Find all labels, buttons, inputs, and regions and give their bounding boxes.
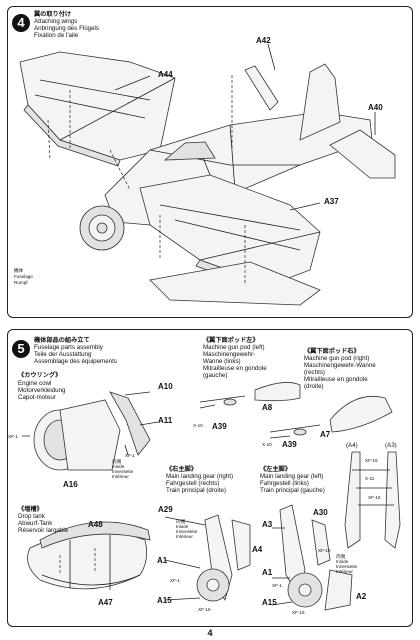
drop-tank-title-de: Abwurf-Tank	[18, 520, 53, 527]
gear-right-inside-jp: 内側	[176, 519, 186, 524]
strut-decal-x11: X-11	[365, 476, 375, 481]
gear-left-paint-xf16-b: XF-16	[292, 610, 305, 615]
gun-pod-left-title-en: Machine gun pod (left)	[203, 344, 265, 351]
cowl-inside-en: Inside	[112, 464, 125, 469]
cowl-paint-xf1-a: XF-1	[8, 434, 18, 439]
gear-right-paint-xf16: XF-16	[198, 607, 211, 612]
step-5-title-fr: Assemblage des équipements	[34, 358, 117, 365]
gear-left-title-de: Fahrgestell (links)	[260, 480, 309, 487]
gear-right-paint-xf1: XF-1	[170, 578, 180, 583]
cowl-title-de: Motorverkleidung	[18, 387, 66, 394]
strut-paint-xf16-a: XF-16	[365, 458, 378, 463]
cowl-inside-de: Innenseite	[112, 469, 134, 474]
drop-tank-title-en: Drop tank	[18, 513, 45, 520]
part-label-a47: A47	[98, 598, 113, 607]
fuselage-label-de: Rumpf	[14, 280, 28, 285]
part-label-a11: A11	[158, 416, 173, 425]
part-label-a15-left: A15	[262, 598, 277, 607]
part-label-a39-left: A39	[212, 422, 227, 431]
fuselage-label-jp: 機体	[14, 268, 24, 273]
fuselage-label-en: Fuselage	[14, 274, 33, 279]
part-label-a1-right: A1	[157, 556, 168, 565]
cowl-title-jp: 《カウリング》	[18, 372, 62, 379]
gun-pod-right-title-fr: Mitrailleuse en gondole	[304, 376, 368, 383]
part-label-a7: A7	[320, 430, 331, 439]
gear-left-title-fr: Train principal (gauche)	[260, 487, 325, 494]
part-label-a48: A48	[88, 520, 103, 529]
gear-left-inside-de: Innenseite	[336, 564, 358, 569]
part-label-a4-paren: (A4)	[346, 442, 358, 449]
step-4-number: 4	[12, 14, 30, 32]
gear-left-title-jp: 《左主脚》	[260, 466, 291, 473]
gear-right-inside-en: Inside	[176, 524, 189, 529]
cowl-paint-xf1-b: XF-1	[125, 453, 135, 458]
cowl-title-en: Engine cowl	[18, 380, 52, 387]
gun-pod-left-title-jp: 《翼下面ポッド左》	[203, 337, 259, 344]
part-label-a29: A29	[158, 505, 173, 514]
gun-pod-left-title-de: Maschinengewehr-	[203, 351, 256, 358]
step-4-title-en: Attaching wings	[34, 18, 78, 25]
part-label-a39-right: A39	[282, 440, 297, 449]
strut-paint-xf16-b: XF-16	[368, 495, 381, 500]
gun-pod-right-title-fr2: (droite)	[304, 383, 324, 390]
part-label-a3-paren: (A3)	[385, 442, 397, 449]
gear-right-title-jp: 《右主脚》	[166, 466, 197, 473]
gun-pod-right-title-de2: (rechts)	[304, 369, 325, 376]
cowl-title-fr: Capot-moteur	[18, 394, 56, 401]
step-4-title-de: Anbringung des Flügels	[34, 25, 100, 32]
gun-pod-right-title-en: Machine gun pod (right)	[304, 355, 370, 362]
part-label-a15-right: A15	[157, 596, 172, 605]
step-5-title-jp: 機体部品の組み立て	[34, 337, 90, 344]
gear-left-paint-xf16-a: XF-16	[318, 548, 331, 553]
cowl-inside-fr: Intérieur	[112, 474, 129, 479]
drop-tank-title-fr: Réservoir largable	[18, 527, 69, 534]
gear-left-paint-xf1: XF-1	[272, 583, 282, 588]
gear-right-title-en: Main landing gear (right)	[166, 473, 234, 480]
cowl-inside-jp: 内側	[112, 459, 122, 464]
page-number: 4	[207, 628, 213, 638]
part-label-a4: A4	[252, 545, 263, 554]
gun-pod-right-title-jp: 《翼下面ポッド右》	[304, 348, 360, 355]
part-label-a40: A40	[368, 103, 383, 112]
step-5-title-de: Teile der Ausstattung	[34, 351, 92, 358]
gun-pod-left-title-de2: Wanne (links)	[203, 358, 241, 365]
step-5-number: 5	[12, 340, 30, 358]
gear-right-title-de: Fahrgestell (rechts)	[166, 480, 220, 487]
gun-pod-left-title-fr2: (gauche)	[203, 372, 228, 379]
step-4-title-jp: 翼の取り付け	[34, 11, 72, 18]
part-label-a44: A44	[158, 70, 173, 79]
part-label-a42: A42	[256, 36, 271, 45]
gear-left-title-en: Main landing gear (left)	[260, 473, 324, 480]
part-label-a16: A16	[63, 480, 78, 489]
part-label-a8: A8	[262, 403, 273, 412]
part-label-a30: A30	[313, 508, 328, 517]
gun-pod-left-x10: X-10	[193, 423, 203, 428]
gear-left-inside-fr: Intérieur	[336, 569, 353, 574]
gun-pod-right-title-de: Maschinengewehr-Wanne	[304, 362, 376, 369]
drop-tank-title-jp: 《増槽》	[18, 506, 43, 513]
gear-left-inside-en: Inside	[336, 559, 349, 564]
gear-right-inside-de: Innenseite	[176, 529, 198, 534]
part-label-a10: A10	[158, 382, 173, 391]
part-label-a2: A2	[356, 592, 367, 601]
gun-pod-left-title-fr: Mitrailleuse en gondole	[203, 365, 267, 372]
gear-left-inside-jp: 内側	[336, 554, 346, 559]
gear-right-title-fr: Train principal (droite)	[166, 487, 226, 494]
gear-right-inside-fr: Intérieur	[176, 534, 193, 539]
step-4-title-fr: Fixation de l'aile	[34, 32, 79, 39]
part-label-a1-left: A1	[262, 568, 273, 577]
part-label-a37: A37	[324, 197, 339, 206]
step-5-title-en: Fuselage parts assembly	[34, 344, 103, 351]
gun-pod-right-x10: X-10	[262, 442, 272, 447]
part-label-a3: A3	[262, 520, 273, 529]
